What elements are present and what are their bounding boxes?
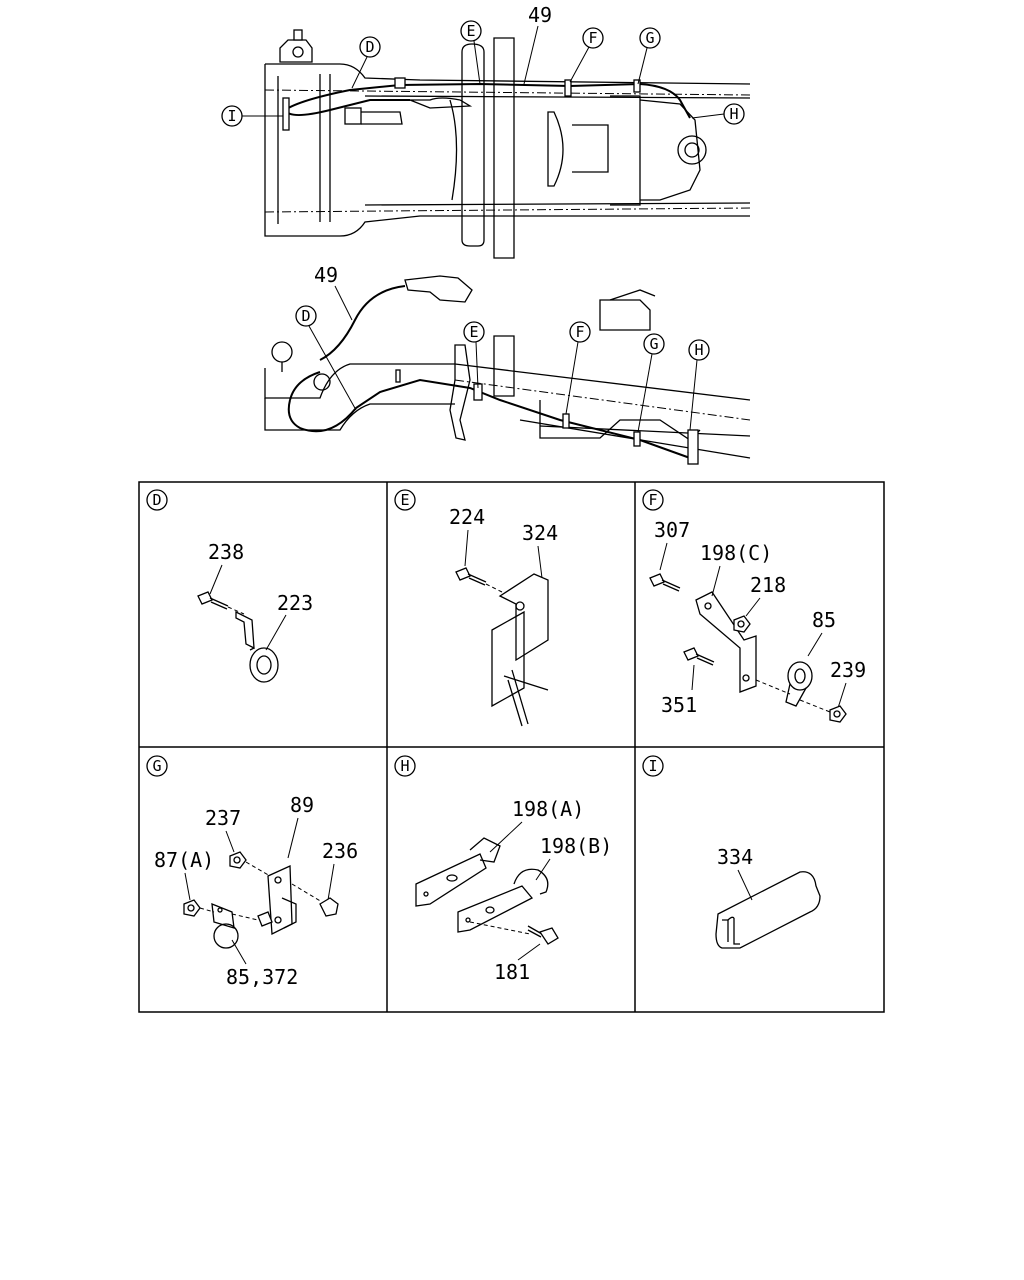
- svg-text:E: E: [469, 323, 478, 341]
- part-198a-label: 198(A): [512, 797, 584, 821]
- bracket-198a: [415, 837, 501, 907]
- part-224-label: 224: [449, 505, 485, 529]
- bracket-324: [491, 573, 549, 727]
- callout-e-side: E: [463, 321, 485, 389]
- callout-f-side: F: [565, 321, 591, 415]
- svg-text:D: D: [152, 491, 161, 509]
- panel-e: E 224 324: [394, 489, 558, 727]
- svg-text:E: E: [400, 491, 409, 509]
- svg-text:H: H: [694, 341, 703, 359]
- svg-text:G: G: [649, 335, 658, 353]
- callout-g-side: G: [637, 333, 665, 433]
- edge-trim-334: [715, 871, 821, 949]
- svg-text:D: D: [365, 38, 374, 56]
- part-85-372-label: 85,372: [226, 965, 298, 989]
- bolt-236: [319, 897, 339, 917]
- bolt-224: [455, 567, 487, 586]
- clamp-85: [785, 661, 813, 707]
- clamp-85-372: [211, 902, 239, 949]
- bracket-198c: [695, 591, 757, 693]
- svg-text:G: G: [645, 29, 654, 47]
- bolt-181: [527, 925, 559, 945]
- callout-d-top: D: [351, 36, 381, 89]
- callout-h-top: H: [691, 103, 745, 125]
- svg-text:G: G: [152, 757, 161, 775]
- svg-text:F: F: [575, 323, 584, 341]
- part-238-label: 238: [208, 540, 244, 564]
- nut-218: [733, 615, 751, 633]
- part-239-label: 239: [830, 658, 866, 682]
- part-218-label: 218: [750, 573, 786, 597]
- part-324-label: 324: [522, 521, 558, 545]
- part-87a-label: 87(A): [154, 848, 214, 872]
- bracket-198b: [457, 868, 549, 933]
- svg-text:D: D: [301, 307, 310, 325]
- cable-label-49-top: 49: [523, 3, 552, 85]
- svg-text:49: 49: [314, 263, 338, 287]
- svg-text:F: F: [648, 491, 657, 509]
- part-351-label: 351: [661, 693, 697, 717]
- part-89-label: 89: [290, 793, 314, 817]
- washer-87a: [183, 899, 201, 917]
- panel-f: F 307 198(C) 218 85 351 239: [642, 489, 866, 723]
- svg-text:49: 49: [528, 3, 552, 27]
- callout-e-top: E: [460, 20, 482, 85]
- detail-grid: [138, 481, 885, 1013]
- callout-f-top: F: [569, 27, 604, 83]
- part-334-label: 334: [717, 845, 753, 869]
- callout-h-side: H: [688, 339, 710, 431]
- svg-text:I: I: [227, 107, 236, 125]
- clamp-223: [235, 610, 279, 683]
- part-85-label: 85: [812, 608, 836, 632]
- cable-label-49-side: 49: [314, 263, 353, 321]
- svg-text:I: I: [648, 757, 657, 775]
- bolt-307: [649, 573, 681, 592]
- panel-g: G 237 89 236 87(A) 85,372: [146, 755, 358, 989]
- nut-237: [229, 851, 247, 869]
- part-181-label: 181: [494, 960, 530, 984]
- svg-text:F: F: [588, 29, 597, 47]
- panel-i: I 334: [642, 755, 821, 949]
- callout-i-top: I: [221, 105, 283, 127]
- part-198b-label: 198(B): [540, 834, 612, 858]
- part-237-label: 237: [205, 806, 241, 830]
- overview-top-view: D E F G H I 49: [221, 3, 751, 259]
- bolt-238: [197, 591, 229, 610]
- bracket-89: [267, 865, 297, 936]
- part-236-label: 236: [322, 839, 358, 863]
- part-198c-label: 198(C): [700, 541, 772, 565]
- nut-239: [829, 705, 847, 723]
- bolt-351: [683, 647, 715, 666]
- callout-g-top: G: [637, 27, 661, 85]
- overview-side-view: D E F G H 49: [264, 263, 751, 465]
- part-223-label: 223: [277, 591, 313, 615]
- svg-text:H: H: [400, 757, 409, 775]
- part-307-label: 307: [654, 518, 690, 542]
- panel-h: H 198(A) 198(B) 181: [394, 755, 612, 984]
- svg-text:E: E: [466, 22, 475, 40]
- callout-d-side: D: [295, 305, 357, 411]
- svg-text:H: H: [729, 105, 738, 123]
- panel-d: D 238 223: [146, 489, 313, 683]
